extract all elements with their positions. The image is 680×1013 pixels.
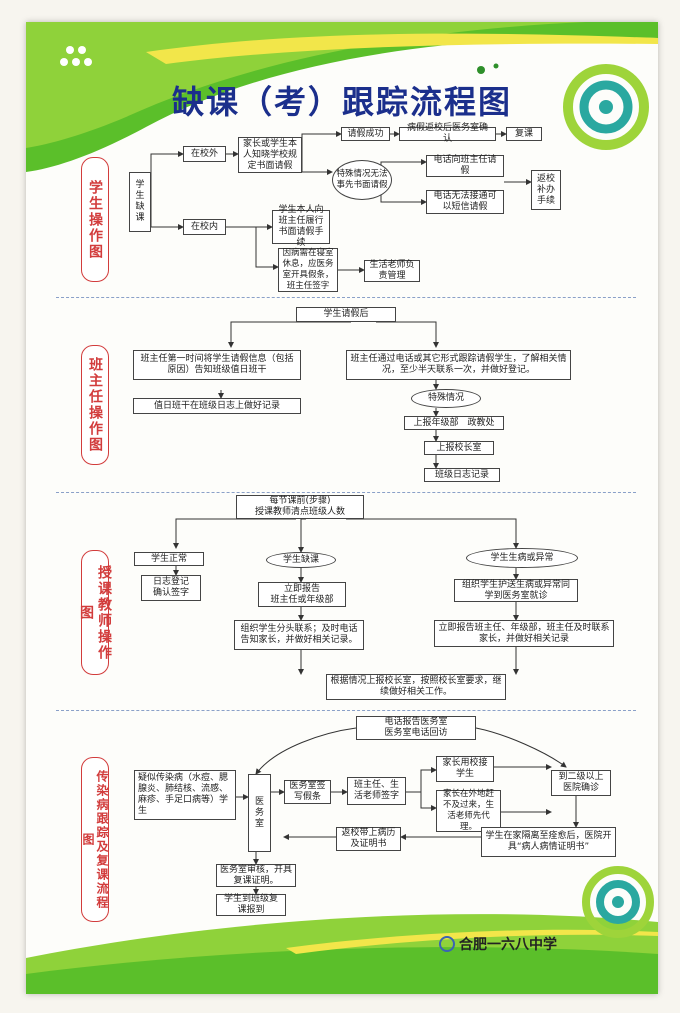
section-label-subject-teacher: 授课教师操作图 bbox=[78, 550, 112, 675]
notify-duty-box: 班主任第一时间将学生请假信息（包括原因）告知班级值日班干 bbox=[133, 350, 301, 380]
section-label-student: 学生操作图 bbox=[81, 157, 109, 282]
sick-abnormal-oval: 学生生病或异常 bbox=[466, 548, 578, 568]
resume-class-box: 复课 bbox=[506, 127, 542, 141]
suspected-disease-box: 疑似传染病（水痘、腮腺炎、肺结核、流感、麻疹、手足口病等）学生 bbox=[134, 770, 236, 820]
parent-away-box: 家长在外地赶不及过来，生活老师先代理。 bbox=[436, 789, 501, 832]
phone-teacher-box: 电话向班主任请假 bbox=[426, 155, 504, 177]
report-principal-box: 上报校长室 bbox=[424, 441, 494, 455]
section-label-class-teacher: 班主任操作图 bbox=[81, 345, 109, 465]
duty-log-box: 值日班干在班级日志上做好记录 bbox=[133, 398, 301, 414]
principal-follow-box: 根据情况上报校长室，按照校长室要求，继续做好相关工作。 bbox=[326, 674, 506, 700]
back-formal-box: 返校补办手续 bbox=[531, 170, 561, 210]
return-proof-box: 返校带上病历及证明书 bbox=[336, 827, 401, 851]
class-begin-box: 每节课前(步骤) 授课教师清点班级人数 bbox=[236, 495, 364, 519]
dorm-sick-box: 因病需在寝室休息，应医务室开具假条，班主任签字 bbox=[278, 248, 338, 292]
log-confirm-box: 日志登记 确认签字 bbox=[141, 575, 201, 601]
phone-report-box: 电话报告医务室 医务室电话回访 bbox=[356, 716, 476, 740]
student-absent-box: 学生缺课 bbox=[129, 172, 151, 232]
report-grade-box: 上报年级部 政教处 bbox=[404, 416, 504, 430]
report-now-box: 立即报告 班主任或年级部 bbox=[258, 582, 346, 607]
special-case2-oval: 特殊情况 bbox=[411, 389, 481, 408]
section-divider bbox=[56, 492, 636, 493]
resume-cert-box: 医务室审核，开具复课证明。 bbox=[216, 864, 296, 887]
go-class-box: 学生到班级复课报到 bbox=[216, 894, 286, 916]
grade-log-box: 班级日志记录 bbox=[424, 468, 500, 482]
school-logo-icon bbox=[439, 936, 455, 952]
report-all-box: 立即报告班主任、年级部，班主任及时联系家长，并做好相关记录 bbox=[434, 620, 614, 647]
parent-pickup-box: 家长用校接学生 bbox=[436, 756, 494, 782]
flowchart-board: 缺课（考）跟踪流程图 学生操作图 班主任操作图 授课教师操作图 传染病跟踪及复课… bbox=[26, 22, 658, 994]
page-title: 缺课（考）跟踪流程图 bbox=[171, 83, 512, 121]
track-contact-box: 班主任通过电话或其它形式跟踪请假学生，了解相关情况，至少半天联系一次，并做好登记… bbox=[346, 350, 571, 380]
section-label-epidemic: 传染病跟踪及复课流程图 bbox=[81, 757, 109, 922]
special-case-oval: 特殊情况无法事先书面请假 bbox=[332, 160, 392, 200]
student-absent-oval: 学生缺课 bbox=[266, 552, 336, 568]
isolate-note-box: 医务室签写假条 bbox=[284, 780, 331, 804]
school-name: 合肥一六八中学 bbox=[459, 937, 557, 953]
green-swoosh-footer bbox=[26, 866, 658, 994]
clinic-confirm-box: 病假返校后医务室确认 bbox=[399, 123, 496, 144]
clinic-box: 医务室 bbox=[248, 774, 271, 852]
parent-written-leave-box: 家长或学生本人知晓学校规定书面请假 bbox=[238, 137, 302, 173]
connector-lines bbox=[150, 131, 579, 895]
leave-success-box: 请假成功 bbox=[341, 127, 390, 141]
outside-school-box: 在校外 bbox=[183, 146, 226, 162]
inside-self-leave-box: 学生本人向班主任履行书面请假手续 bbox=[272, 205, 330, 248]
recovered-cert-box: 学生在家隔离至痊愈后，医院开具“病人病情证明书” bbox=[481, 827, 616, 857]
dorm-teacher-box: 生活老师负责管理 bbox=[364, 260, 420, 282]
after-leave-box: 学生请假后 bbox=[296, 307, 396, 322]
student-normal-box: 学生正常 bbox=[134, 552, 204, 566]
sms-leave-box: 电话无法接通可以短信请假 bbox=[426, 190, 504, 214]
inside-school-box: 在校内 bbox=[183, 219, 226, 235]
escort-clinic-box: 组织学生护送生病或异常同学到医务室就诊 bbox=[454, 579, 578, 602]
teacher-sign-box: 班主任、生活老师签字 bbox=[347, 777, 406, 805]
green-swoosh-header bbox=[26, 22, 658, 172]
organize-contact-box: 组织学生分头联系；及时电话告知家长，并做好相关记录。 bbox=[234, 620, 364, 650]
section-divider bbox=[56, 710, 636, 711]
school-signature: 合肥一六八中学 bbox=[439, 934, 557, 954]
hospital-diagnosis-box: 到二级以上医院确诊 bbox=[551, 770, 611, 796]
section-divider bbox=[56, 297, 636, 298]
